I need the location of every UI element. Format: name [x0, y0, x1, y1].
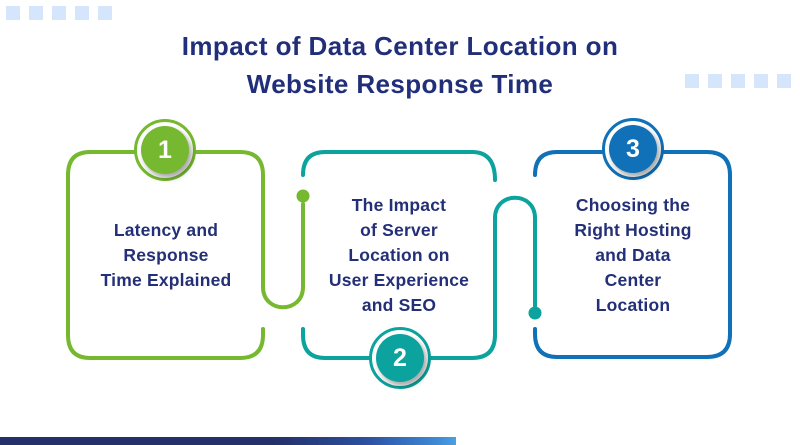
decor-square — [52, 6, 66, 20]
decor-square — [777, 74, 791, 88]
decor-square — [685, 74, 699, 88]
decor-squares-top-left — [6, 6, 112, 20]
decor-square — [708, 74, 722, 88]
card-1-outline-left-bottom — [66, 150, 265, 360]
card-3-label: Choosing the Right Hosting and Data Cent… — [574, 194, 692, 315]
card-2-label: The Impact of Server Location on User Ex… — [328, 194, 470, 315]
card-3-outline-main — [533, 150, 732, 359]
badge-3: 3 — [602, 118, 664, 180]
decor-square — [98, 6, 112, 20]
connector-dot-1 — [296, 189, 310, 203]
badge-1: 1 — [134, 119, 196, 181]
decor-square — [29, 6, 43, 20]
card-3-outline-top-left — [533, 150, 635, 177]
badge-1-number: 1 — [141, 126, 189, 174]
card-1-outline-top-right — [88, 150, 305, 310]
bottom-accent-bar — [0, 437, 456, 445]
decor-squares-top-right — [685, 74, 791, 88]
page-title: Impact of Data Center Location on Websit… — [181, 31, 619, 99]
badge-2: 2 — [369, 327, 431, 389]
connector-dot-2 — [528, 306, 542, 320]
badge-2-number: 2 — [376, 334, 424, 382]
card-2-outline-top — [301, 150, 497, 182]
card-1-label: Latency and Response Time Explained — [100, 219, 232, 290]
decor-square — [754, 74, 768, 88]
badge-3-number: 3 — [609, 125, 657, 173]
decor-square — [731, 74, 745, 88]
decor-square — [6, 6, 20, 20]
decor-square — [75, 6, 89, 20]
card-2-outline-bottom-right — [301, 195, 537, 360]
